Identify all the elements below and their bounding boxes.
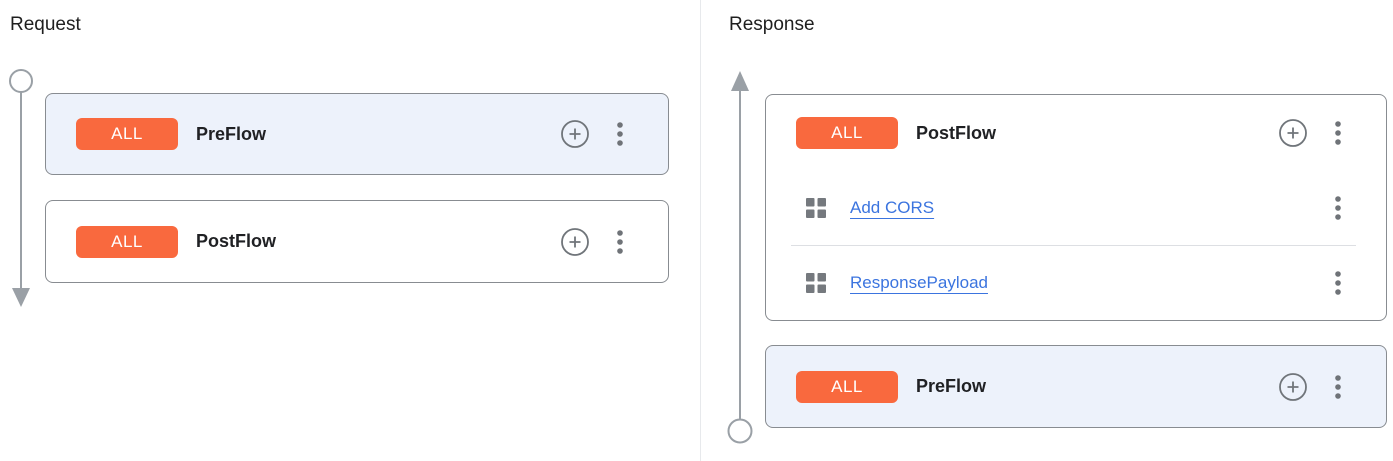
flow-name: PreFlow xyxy=(916,376,987,396)
flow-card-response-preflow[interactable]: ALL PreFlow xyxy=(765,345,1387,428)
policy-row: ResponsePayload xyxy=(766,246,1386,320)
flow-name: PostFlow xyxy=(916,122,996,143)
flow-name: PostFlow xyxy=(196,231,276,251)
add-policy-button[interactable] xyxy=(1278,372,1308,402)
condition-badge: ALL xyxy=(796,370,898,403)
plus-circle-icon xyxy=(1279,119,1307,147)
kebab-menu-icon xyxy=(1335,271,1341,295)
more-options-button[interactable] xyxy=(1334,120,1342,146)
panel-divider xyxy=(700,0,701,461)
flow-card-request-preflow[interactable]: ALL PreFlow xyxy=(45,93,669,175)
kebab-menu-icon xyxy=(1335,196,1341,220)
request-panel: Request ALL PreFlow ALL PostFlow xyxy=(9,14,669,307)
condition-badge: ALL xyxy=(76,118,178,150)
row-divider xyxy=(791,245,1356,246)
kebab-menu-icon xyxy=(617,229,623,254)
more-options-button[interactable] xyxy=(1334,195,1342,221)
drag-handle-grid-icon xyxy=(806,273,826,293)
flow-card-request-postflow[interactable]: ALL PostFlow xyxy=(45,200,669,283)
flow-card-response-postflow[interactable]: ALL PostFlow xyxy=(765,94,1387,321)
condition-badge: ALL xyxy=(76,225,178,258)
add-policy-button[interactable] xyxy=(1278,118,1308,148)
kebab-menu-icon xyxy=(1335,121,1341,145)
flow-card-header: ALL PostFlow xyxy=(766,95,1386,171)
condition-badge: ALL xyxy=(796,117,898,149)
kebab-menu-icon xyxy=(617,122,623,146)
request-panel-title: Request xyxy=(10,14,81,35)
more-options-button[interactable] xyxy=(616,229,624,255)
request-timeline-arrow-down-icon xyxy=(9,69,33,307)
add-policy-button[interactable] xyxy=(560,119,590,149)
policy-drag-handle[interactable] xyxy=(806,198,826,218)
more-options-button[interactable] xyxy=(1334,270,1342,296)
response-panel: Response ALL PostFlow xyxy=(701,0,1393,461)
plus-circle-icon xyxy=(561,227,589,256)
drag-handle-grid-icon xyxy=(806,198,826,218)
plus-circle-icon xyxy=(1279,372,1307,401)
flow-name: PreFlow xyxy=(196,123,267,144)
policy-link[interactable]: ResponsePayload xyxy=(850,273,988,292)
more-options-button[interactable] xyxy=(1334,374,1342,400)
policy-drag-handle[interactable] xyxy=(806,273,826,293)
policy-row: Add CORS xyxy=(766,171,1386,245)
add-policy-button[interactable] xyxy=(560,227,590,257)
more-options-button[interactable] xyxy=(616,121,624,147)
kebab-menu-icon xyxy=(1335,374,1341,399)
policy-link[interactable]: Add CORS xyxy=(850,198,935,217)
plus-circle-icon xyxy=(561,120,589,148)
response-panel-title: Response xyxy=(729,14,815,35)
response-timeline-arrow-up-icon xyxy=(727,71,753,444)
